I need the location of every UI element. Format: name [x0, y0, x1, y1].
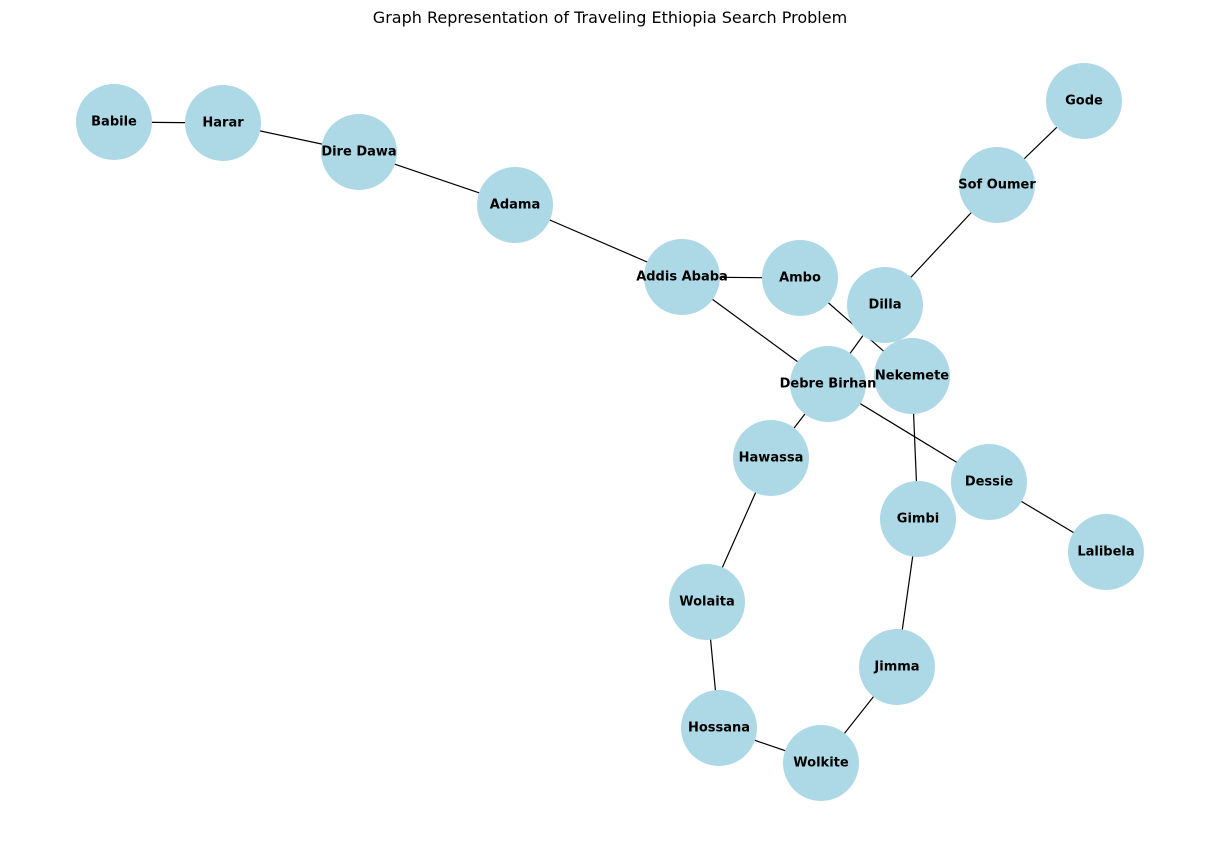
- node-label-wolkite: Wolkite: [793, 756, 849, 771]
- node-label-addis-ababa: Addis Ababa: [636, 270, 728, 285]
- node-wolkite: Wolkite: [783, 725, 859, 801]
- node-circle-harar: [185, 85, 261, 161]
- node-circle-debre-birhan: [790, 346, 866, 422]
- node-circle-wolkite: [783, 725, 859, 801]
- node-circle-gimbi: [880, 481, 956, 557]
- node-label-nekemete: Nekemete: [875, 369, 949, 384]
- node-circle-nekemete: [874, 338, 950, 414]
- graph-title: Graph Representation of Traveling Ethiop…: [372, 8, 848, 27]
- node-label-hawassa: Hawassa: [739, 451, 804, 466]
- node-label-gode: Gode: [1065, 94, 1103, 109]
- node-label-wolaita: Wolaita: [679, 595, 734, 610]
- node-debre-birhan: Debre Birhan: [780, 346, 877, 422]
- node-circle-dire-dawa: [321, 114, 397, 190]
- node-wolaita: Wolaita: [669, 564, 745, 640]
- node-gimbi: Gimbi: [880, 481, 956, 557]
- node-label-adama: Adama: [490, 198, 540, 213]
- node-circle-dilla: [847, 267, 923, 343]
- node-ambo: Ambo: [762, 240, 838, 316]
- node-nekemete: Nekemete: [874, 338, 950, 414]
- node-label-dire-dawa: Dire Dawa: [321, 145, 396, 160]
- node-circle-dessie: [951, 444, 1027, 520]
- node-label-lalibela: Lalibela: [1077, 545, 1134, 560]
- node-harar: Harar: [185, 85, 261, 161]
- node-label-jimma: Jimma: [873, 660, 919, 675]
- node-circle-hossana: [681, 690, 757, 766]
- node-circle-hawassa: [733, 420, 809, 496]
- edges-layer: [113, 100, 1107, 764]
- node-label-hossana: Hossana: [688, 721, 750, 736]
- node-circle-wolaita: [669, 564, 745, 640]
- node-label-babile: Babile: [91, 115, 137, 130]
- node-circle-gode: [1046, 63, 1122, 139]
- node-gode: Gode: [1046, 63, 1122, 139]
- node-babile: Babile: [76, 84, 152, 160]
- node-hawassa: Hawassa: [733, 420, 809, 496]
- node-lalibela: Lalibela: [1068, 514, 1144, 590]
- node-circle-adama: [477, 167, 553, 243]
- node-addis-ababa: Addis Ababa: [636, 239, 728, 315]
- node-circle-jimma: [859, 629, 935, 705]
- node-label-dessie: Dessie: [965, 475, 1014, 490]
- node-label-ambo: Ambo: [779, 271, 821, 286]
- node-jimma: Jimma: [859, 629, 935, 705]
- node-adama: Adama: [477, 167, 553, 243]
- node-dire-dawa: Dire Dawa: [321, 114, 397, 190]
- node-label-dilla: Dilla: [869, 298, 902, 313]
- node-label-gimbi: Gimbi: [897, 512, 939, 527]
- node-label-debre-birhan: Debre Birhan: [780, 377, 877, 392]
- node-sof-oumer: Sof Oumer: [958, 147, 1036, 223]
- node-dilla: Dilla: [847, 267, 923, 343]
- node-circle-lalibela: [1068, 514, 1144, 590]
- node-circle-ambo: [762, 240, 838, 316]
- node-dessie: Dessie: [951, 444, 1027, 520]
- node-circle-sof-oumer: [959, 147, 1035, 223]
- node-circle-babile: [76, 84, 152, 160]
- node-hossana: Hossana: [681, 690, 757, 766]
- node-label-harar: Harar: [202, 116, 244, 131]
- node-label-sof-oumer: Sof Oumer: [958, 178, 1036, 193]
- node-circle-addis-ababa: [644, 239, 720, 315]
